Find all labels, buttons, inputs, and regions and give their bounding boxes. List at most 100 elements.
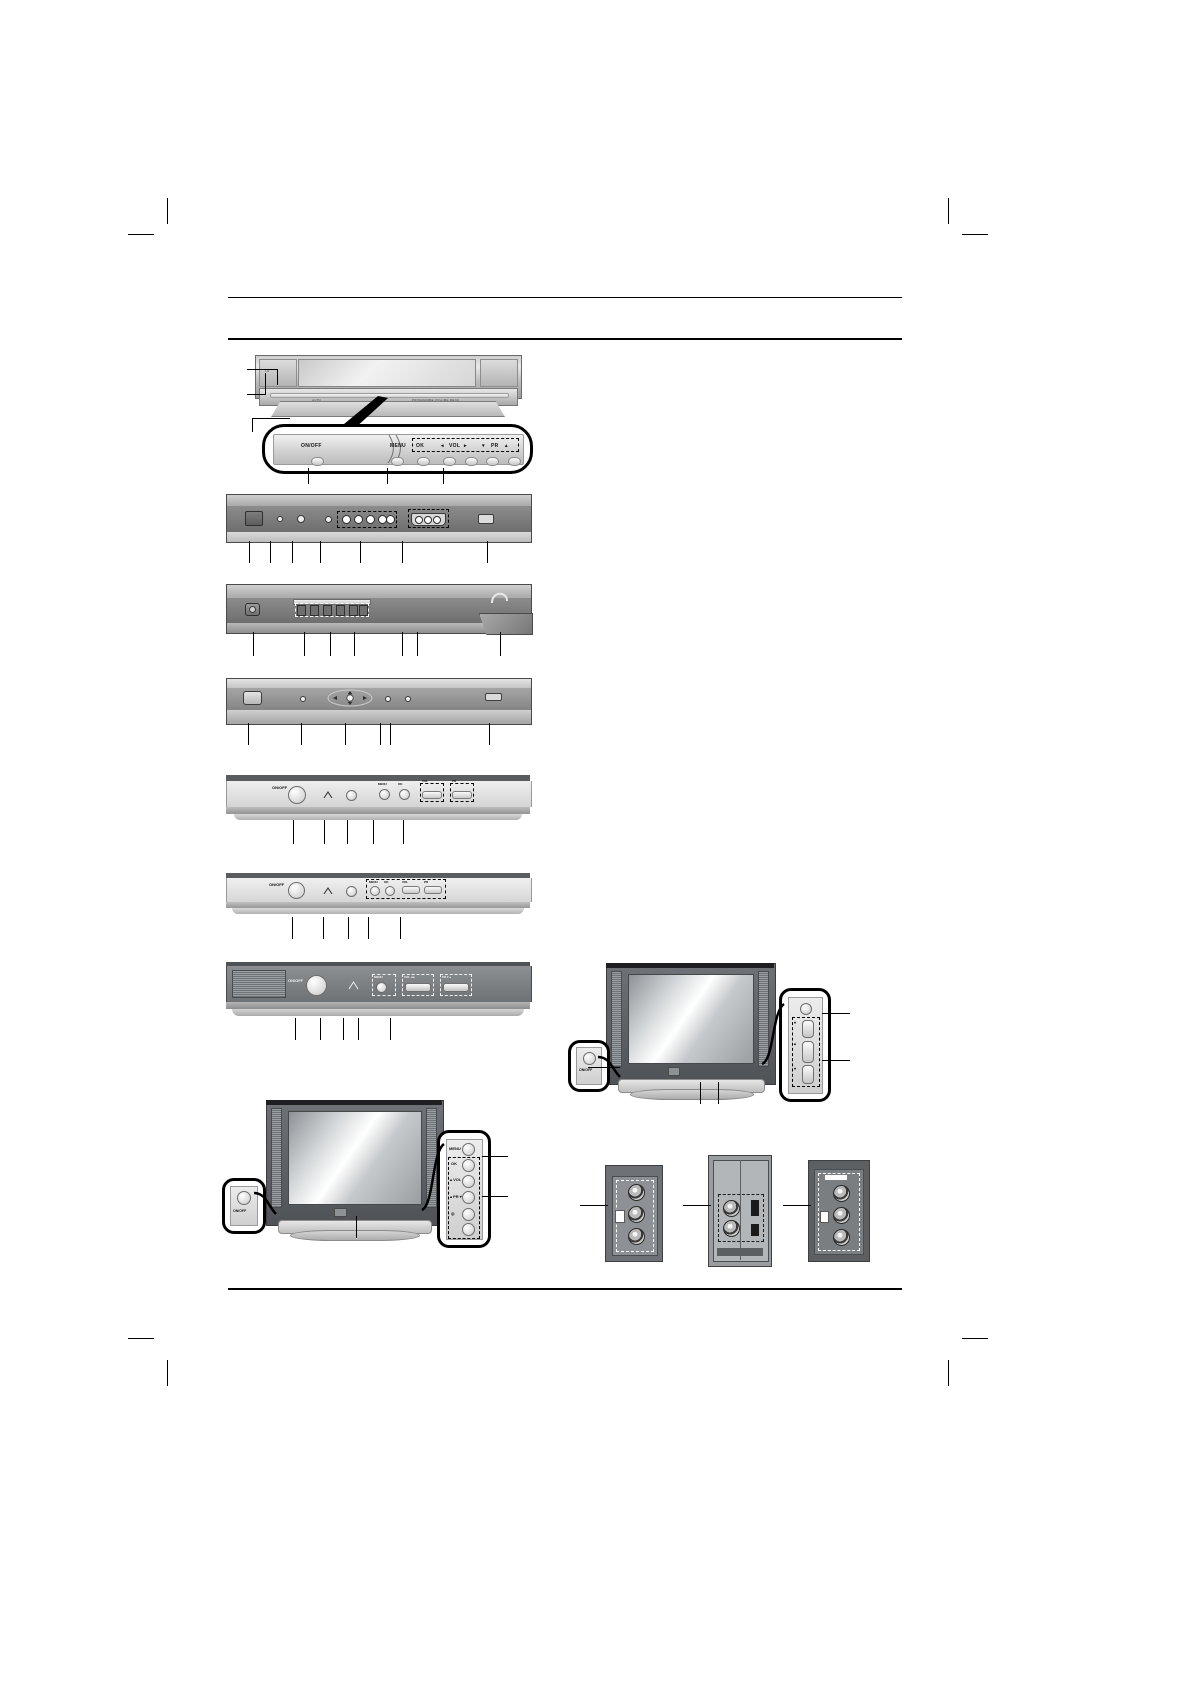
jack-av-3 [366, 515, 375, 524]
tv-left-btn-vol[interactable] [462, 1175, 475, 1188]
tv-left-lbl-vol: ▴ VOL ▾ [450, 1177, 465, 1182]
grille-topbar [226, 962, 530, 966]
connector-detail-1-jack-1 [628, 1184, 645, 1201]
tv-right-btn-1[interactable] [800, 1003, 812, 1015]
grille-bottom [232, 1009, 524, 1016]
p6-c3 [348, 917, 349, 939]
pr-dashed-7 [440, 974, 472, 996]
p7-c2 [320, 1018, 321, 1040]
tv-right-power-button[interactable] [583, 1052, 596, 1065]
button-menu[interactable] [391, 457, 404, 466]
button-ok[interactable] [417, 457, 430, 466]
tv-right-power-label: ON/OFF [579, 1068, 593, 1072]
label-pr-up: ▴ [505, 443, 508, 449]
tv-screen [298, 359, 476, 387]
tv-right-rocker-1[interactable] [802, 1020, 814, 1038]
scart-b-6 [359, 605, 368, 616]
connector-detail-1-jack-2 [628, 1206, 645, 1223]
lbl-menu-6: MENU [369, 880, 378, 884]
tv-left-btn-menu[interactable] [462, 1143, 475, 1156]
tv-right-lbl-2: ▴ [794, 1041, 797, 1046]
power-switch[interactable] [478, 514, 494, 524]
button-vol-up[interactable] [465, 457, 478, 466]
rocker-pr-6[interactable] [424, 886, 442, 894]
tv-right-lead-b [822, 1060, 850, 1061]
label-vol-up: ▸ [464, 443, 467, 449]
jack-headphone [297, 515, 305, 523]
p2-c7 [487, 541, 488, 563]
connector-detail-2-base [717, 1248, 763, 1256]
lbl-ok-5: OK [398, 782, 403, 786]
tv-right-lead-a [822, 1013, 850, 1014]
button-vol-down[interactable] [443, 457, 456, 466]
tv-left-power-button[interactable] [237, 1191, 251, 1205]
tv-right-controls-dashed [792, 1017, 820, 1087]
jack-av-2 [354, 515, 363, 524]
tv-left-btn-ok[interactable] [462, 1159, 475, 1172]
tv-left-power-callout: ON/OFF [222, 1178, 266, 1234]
p1-callout-b [387, 468, 388, 484]
tv-right-power-leader [588, 1067, 620, 1068]
release-hook-icon [491, 592, 508, 604]
vol-dashed-7 [402, 974, 434, 996]
fascia-label-right: PROGRAMME VOLUME MENU [412, 398, 460, 402]
tv-left-lead-a [482, 1156, 508, 1157]
tv-left-lbl-ok: OK [451, 1161, 457, 1166]
latch-c[interactable] [485, 693, 502, 701]
power-dial-compact[interactable] [288, 882, 305, 899]
panel-front-compact: ON/OFF MENU OK VOL PR [226, 873, 532, 917]
p5-c5 [403, 820, 404, 844]
leader-3b [252, 418, 253, 432]
panel-rear-c-mid [227, 688, 531, 710]
connector-detail-2-marker-2 [751, 1224, 759, 1236]
rocker-vol-5[interactable] [422, 791, 442, 799]
lbl-pr-6: PR [424, 880, 429, 884]
tv-left-btn-pr[interactable] [462, 1191, 475, 1204]
leader-3a [252, 418, 290, 419]
button-compact-extra[interactable] [346, 886, 357, 897]
p2-c2 [270, 541, 271, 563]
connector-detail-3-marker [820, 1211, 829, 1223]
rocker-vol-7[interactable] [405, 983, 431, 992]
panel-rear-b-mid [227, 598, 531, 623]
jack-service-1 [277, 516, 283, 522]
rocker-pr-5[interactable] [452, 791, 472, 799]
dpad-cluster [327, 689, 373, 707]
crop-mark-bl-h [128, 1338, 154, 1339]
label-ok: OK [416, 443, 425, 449]
rocker-pr-7[interactable] [443, 983, 469, 992]
tv-left-btn-standby[interactable] [462, 1208, 475, 1221]
rocker-vol-6[interactable] [402, 886, 420, 894]
button-menu-6[interactable] [370, 886, 380, 896]
panel-front-grille: ON/OFF MENU VOL ◂ ▸ PR ▾ ▴ [226, 962, 532, 1018]
button-ok-5[interactable] [399, 789, 410, 800]
tv-right-controls-callout: ▾ ▴ ▾ [779, 988, 831, 1102]
tv-bezel-right [480, 359, 518, 387]
button-pr-down[interactable] [486, 457, 499, 466]
button-power[interactable] [311, 457, 324, 466]
ok-group-5: OK [398, 782, 412, 800]
dial-panel-lip [226, 807, 530, 814]
button-dial-extra[interactable] [346, 790, 357, 801]
p4-c5 [390, 723, 391, 745]
button-menu-5[interactable] [379, 789, 390, 800]
button-pr-up[interactable] [508, 457, 521, 466]
connector-detail-3-jack-1 [833, 1185, 850, 1202]
tv-right-cabinet-top [606, 963, 774, 968]
tv-left-power-label: ON/OFF [233, 1209, 247, 1213]
button-menu-7[interactable] [376, 982, 387, 993]
tv-right-rocker-2[interactable] [802, 1041, 814, 1063]
p7-c4 [358, 1018, 359, 1040]
p2-c1 [249, 541, 250, 563]
control-strip-callout: ON/OFF MENU OK ◂ VOL ▸ ▾ PR ▴ [262, 424, 533, 474]
connector-detail-2-split [740, 1160, 741, 1260]
power-dial-grille[interactable] [306, 975, 327, 996]
headphone-icon-compact [323, 887, 333, 895]
power-dial[interactable] [288, 786, 306, 804]
tv-right-rocker-3[interactable] [802, 1065, 814, 1084]
tv-right-stand-base [630, 1089, 754, 1100]
menu-dashed-7 [372, 974, 396, 996]
tv-left-btn-extra[interactable] [462, 1223, 475, 1236]
button-ok-6[interactable] [385, 886, 395, 896]
label-compact-power: ON/OFF [269, 882, 285, 887]
